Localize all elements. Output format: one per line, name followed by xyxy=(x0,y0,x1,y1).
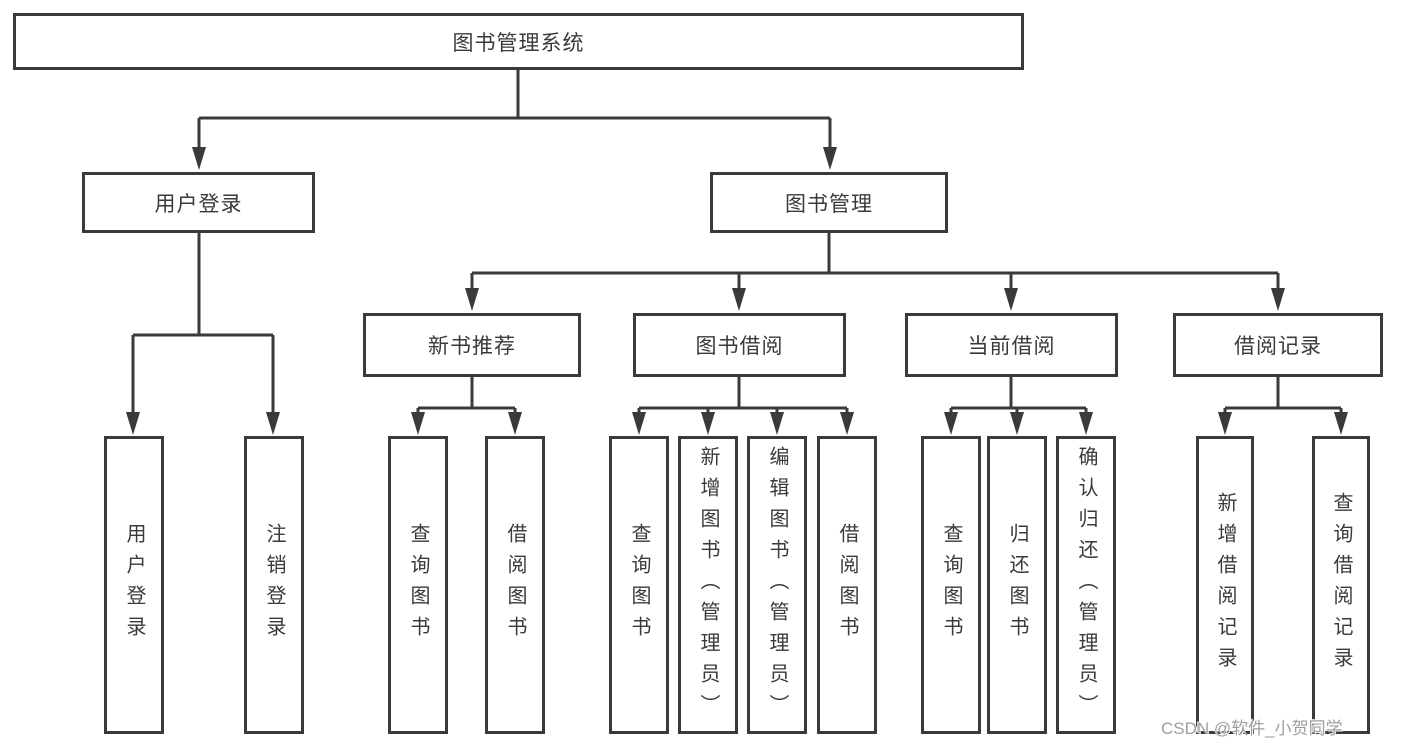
node-label: 借阅记录 xyxy=(1234,335,1322,358)
leaf-label: 查询图书 xyxy=(940,523,962,647)
node-new-book-recommend: 新书推荐 xyxy=(363,313,581,377)
leaf-query-books-borrowing: 查询图书 xyxy=(609,436,669,734)
leaf-label: 确认归还（管理员） xyxy=(1075,445,1097,725)
leaf-query-borrow-record: 查询借阅记录 xyxy=(1312,436,1370,734)
leaf-label: 注销登录 xyxy=(263,523,285,647)
node-current-borrowing: 当前借阅 xyxy=(905,313,1118,377)
leaf-label: 借阅图书 xyxy=(504,523,526,647)
leaf-label: 查询借阅记录 xyxy=(1330,492,1352,678)
node-label: 当前借阅 xyxy=(967,335,1056,358)
leaf-edit-books-admin: 编辑图书（管理员） xyxy=(747,436,807,734)
node-book-management: 图书管理 xyxy=(710,172,948,233)
leaf-label: 查询图书 xyxy=(407,523,429,647)
node-label: 图书借阅 xyxy=(695,335,784,358)
leaf-label: 新增借阅记录 xyxy=(1214,492,1236,678)
leaf-add-borrow-record: 新增借阅记录 xyxy=(1196,436,1254,734)
node-borrowing-records: 借阅记录 xyxy=(1173,313,1383,377)
leaf-user-login: 用户登录 xyxy=(104,436,164,734)
node-book-borrowing: 图书借阅 xyxy=(633,313,846,377)
leaf-logout: 注销登录 xyxy=(244,436,304,734)
leaf-label: 查询图书 xyxy=(628,523,650,647)
leaf-add-books-admin: 新增图书（管理员） xyxy=(678,436,738,734)
leaf-borrow-books: 借阅图书 xyxy=(817,436,877,734)
node-label: 新书推荐 xyxy=(428,335,516,358)
node-user-login: 用户登录 xyxy=(82,172,315,233)
node-label: 图书管理 xyxy=(785,192,873,216)
leaf-label: 新增图书（管理员） xyxy=(697,445,719,725)
leaf-query-books-current: 查询图书 xyxy=(921,436,981,734)
leaf-label: 用户登录 xyxy=(123,523,145,647)
csdn-watermark: CSDN @软件_小贺同学 xyxy=(1161,719,1343,738)
node-library-system: 图书管理系统 xyxy=(13,13,1024,70)
arrowheads xyxy=(126,147,1348,435)
leaf-label: 归还图书 xyxy=(1006,523,1028,647)
leaf-query-books-recommend: 查询图书 xyxy=(388,436,448,734)
leaf-return-books: 归还图书 xyxy=(987,436,1047,734)
leaf-confirm-return-admin: 确认归还（管理员） xyxy=(1056,436,1116,734)
node-label: 图书管理系统 xyxy=(452,31,585,55)
leaf-label: 借阅图书 xyxy=(836,523,858,647)
leaf-borrow-books-recommend: 借阅图书 xyxy=(485,436,545,734)
node-label: 用户登录 xyxy=(154,192,243,216)
leaf-label: 编辑图书（管理员） xyxy=(766,445,788,725)
